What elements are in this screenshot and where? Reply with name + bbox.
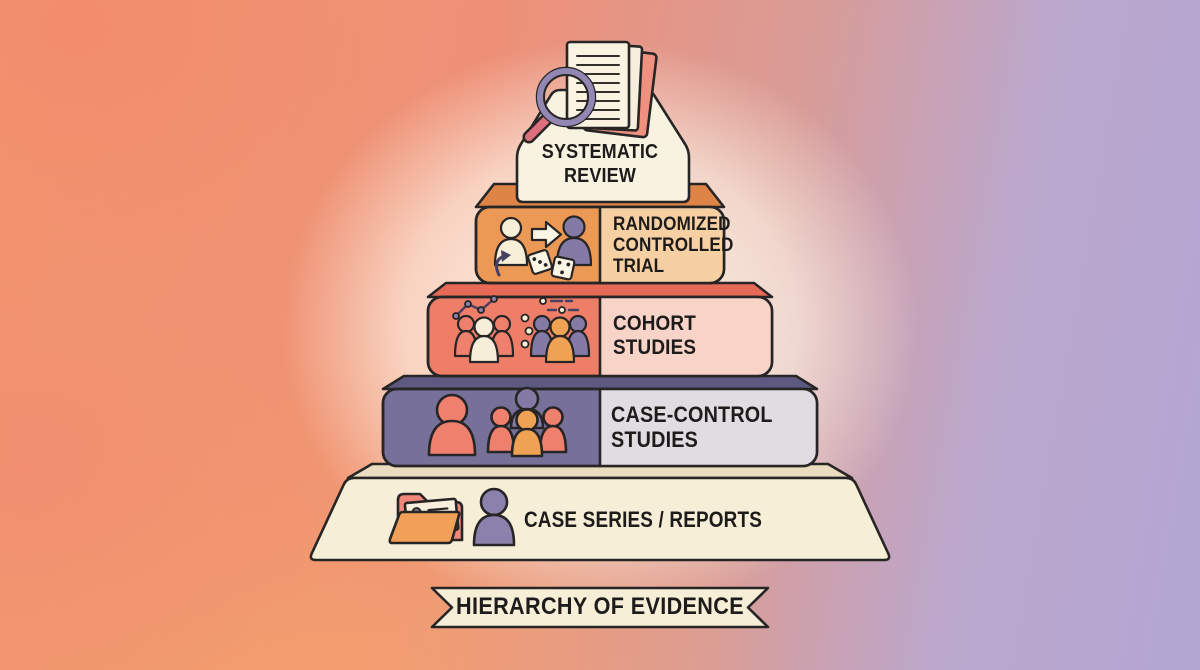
case-series-reports-label: CASE SERIES / REPORTS	[523, 507, 763, 532]
folder-front-flap	[388, 510, 461, 545]
level-cohort-studies	[426, 281, 774, 378]
level4-label-panel	[600, 389, 817, 466]
level-systematic-review	[515, 40, 691, 204]
banner-title: HIERARCHY OF EVIDENCE	[455, 593, 745, 620]
die-1	[527, 249, 553, 275]
systematic-review-label: SYSTEMATIC REVIEW	[541, 141, 659, 187]
level4-top-face	[381, 374, 819, 391]
banner-ribbon	[430, 586, 770, 629]
level3-label-panel	[600, 297, 772, 376]
die-2	[550, 255, 576, 281]
randomization-people-dice-icon	[493, 215, 593, 281]
level3-top-face	[426, 281, 774, 299]
level-case-series-reports	[309, 462, 891, 562]
randomized-controlled-trial-label: RANDOMIZED CONTROLLED TRIAL	[613, 214, 734, 277]
level2-label-panel	[600, 207, 724, 283]
cohort-groups-comparison-icon	[452, 295, 591, 364]
right-arrow	[530, 220, 563, 249]
person-head	[479, 487, 509, 517]
person-body	[472, 513, 516, 547]
case-control-studies-label: CASE-CONTROL STUDIES	[611, 402, 773, 452]
cohort-studies-label: COHORT STUDIES	[613, 312, 697, 359]
magnifier-documents-icon	[522, 40, 658, 144]
case-control-people-icon	[427, 386, 568, 458]
folder-person-icon	[388, 487, 516, 547]
